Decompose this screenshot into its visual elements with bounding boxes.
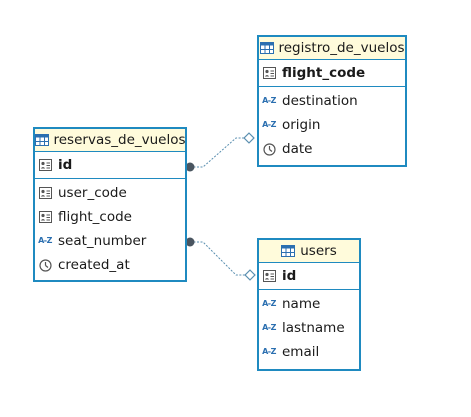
primary-key-row[interactable]: id <box>35 152 185 179</box>
az-text-icon: A-Z <box>262 323 276 332</box>
attribute-name: date <box>282 141 313 157</box>
az-text-icon: A-Z <box>262 96 276 105</box>
clock-icon <box>262 142 276 156</box>
key-field-icon <box>262 269 276 283</box>
key-field-icon <box>38 210 52 224</box>
entity-header[interactable]: registro_de_vuelos <box>259 37 405 60</box>
attribute-list: A-Z name A-Z lastname A-Z email <box>259 290 359 364</box>
relation-reservas-users[interactable] <box>190 241 250 276</box>
attribute-row[interactable]: A-Z email <box>259 340 359 364</box>
attribute-row[interactable]: A-Z origin <box>259 113 405 137</box>
key-field-icon <box>262 66 276 80</box>
attribute-list: A-Z destination A-Z origin date <box>259 87 405 161</box>
attribute-row[interactable]: date <box>259 137 405 161</box>
attribute-row[interactable]: A-Z name <box>259 292 359 316</box>
primary-key-row[interactable]: id <box>259 263 359 290</box>
attribute-name: lastname <box>282 320 345 336</box>
attribute-name: name <box>282 296 321 312</box>
primary-key-name: id <box>282 268 297 284</box>
table-icon <box>281 244 296 258</box>
entity-header[interactable]: reservas_de_vuelos <box>34 129 186 152</box>
key-field-icon <box>38 186 52 200</box>
entity-title: reservas_de_vuelos <box>53 132 186 148</box>
attribute-name: created_at <box>58 257 130 273</box>
attribute-name: flight_code <box>58 209 132 225</box>
attribute-row[interactable]: A-Z seat_number <box>35 229 185 253</box>
attribute-row[interactable]: created_at <box>35 253 185 277</box>
attribute-row[interactable]: user_code <box>35 181 185 205</box>
attribute-name: email <box>282 344 320 360</box>
primary-key-name: id <box>58 157 73 173</box>
az-text-icon: A-Z <box>262 120 276 129</box>
primary-key-row[interactable]: flight_code <box>259 60 405 87</box>
table-icon <box>259 41 274 55</box>
clock-icon <box>38 258 52 272</box>
az-text-icon: A-Z <box>38 236 52 245</box>
key-field-icon <box>38 158 52 172</box>
attribute-row[interactable]: A-Z lastname <box>259 316 359 340</box>
attribute-name: destination <box>282 93 358 109</box>
entity-title: registro_de_vuelos <box>278 40 405 56</box>
attribute-name: seat_number <box>58 233 147 249</box>
az-text-icon: A-Z <box>262 347 276 356</box>
entity-title: users <box>300 243 337 259</box>
entity-registro-de-vuelos[interactable]: registro_de_vuelos flight_code A-Z desti… <box>257 35 407 167</box>
attribute-list: user_code flight_code A-Z seat_number cr… <box>35 179 185 277</box>
relation-reservas-registro[interactable] <box>190 137 250 168</box>
az-text-icon: A-Z <box>262 299 276 308</box>
table-icon <box>34 133 49 147</box>
attribute-row[interactable]: flight_code <box>35 205 185 229</box>
primary-key-name: flight_code <box>282 65 366 81</box>
entity-header[interactable]: users <box>259 240 359 263</box>
entity-users[interactable]: users id A-Z name A-Z lastname A-Z email <box>257 238 361 371</box>
relation-target-diamond <box>243 132 255 144</box>
entity-reservas-de-vuelos[interactable]: reservas_de_vuelos id user_code flight_c… <box>33 127 187 282</box>
attribute-row[interactable]: A-Z destination <box>259 89 405 113</box>
attribute-name: origin <box>282 117 321 133</box>
attribute-name: user_code <box>58 185 127 201</box>
relation-target-diamond <box>244 269 256 281</box>
